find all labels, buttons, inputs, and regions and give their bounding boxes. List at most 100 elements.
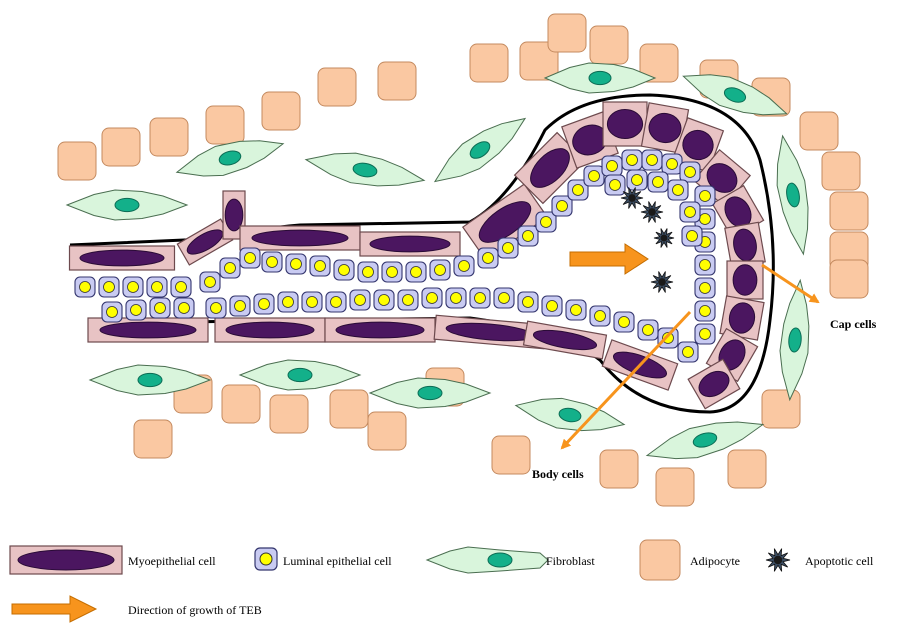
luminal-epithelial-cell [622,150,642,170]
adipocyte [330,390,368,428]
adipocyte [492,436,530,474]
luminal-epithelial-cell [602,156,622,176]
apoptotic-cell [654,229,674,248]
fibroblast [426,106,533,194]
cap-cells-pointer [762,265,818,302]
adipocyte [762,390,800,428]
legend-myoepithelial-swatch [10,546,122,574]
luminal-epithelial-cell [406,262,426,282]
myoepithelial-cell [603,102,647,146]
legend-apoptotic-label: Apoptotic cell [805,554,874,568]
luminal-epithelial-cell [358,262,378,282]
legend-fibroblast-swatch [427,547,548,573]
luminal-epithelial-cell [150,298,170,318]
luminal-epithelial-cell [350,290,370,310]
adipocyte [368,412,406,450]
luminal-epithelial-cell [254,294,274,314]
luminal-epithelial-cell [286,254,306,274]
luminal-epithelial-cell [614,312,634,332]
adipocyte [270,395,308,433]
adipocyte [378,62,416,100]
luminal-epithelial-cell [494,288,514,308]
luminal-epithelial-cell [174,298,194,318]
luminal-epithelial-cell [102,302,122,322]
luminal-epithelial-cell [627,170,647,190]
myoepithelial-cell [325,318,435,342]
fibroblast [303,145,426,195]
luminal-epithelial-cell [310,256,330,276]
body-cells-label: Body cells [532,467,584,481]
luminal-epithelial-cell [638,320,658,340]
fibroblast [67,190,187,220]
adipocyte [318,68,356,106]
luminal-epithelial-cell [584,166,604,186]
luminal-epithelial-cell [240,248,260,268]
luminal-epithelial-cell [446,288,466,308]
legend-adipocyte-label: Adipocyte [690,554,740,568]
adipocyte [728,450,766,488]
luminal-epithelial-cell [171,277,191,297]
luminal-epithelial-cell [398,290,418,310]
adipocyte [262,92,300,130]
luminal-epithelial-cell [200,272,220,292]
luminal-epithelial-cell [605,175,625,195]
fibroblast [545,63,655,93]
luminal-epithelial-cell [695,324,715,344]
luminal-epithelial-cell [99,277,119,297]
apoptotic-cell-cluster [621,188,674,293]
luminal-epithelial-cell [206,298,226,318]
legend-luminal-label: Luminal epithelial cell [283,554,392,568]
legend-myoepithelial-label: Myoepithelial cell [128,554,216,568]
myoepithelial-cell [727,261,763,299]
luminal-epithelial-cell [668,180,688,200]
adipocyte [150,118,188,156]
luminal-epithelial-cell [478,248,498,268]
legend-direction-arrow [12,596,96,622]
luminal-epithelial-cell [680,202,700,222]
legend-luminal-swatch [255,548,277,570]
legend-adipocyte-swatch [640,540,680,580]
adipocyte [656,468,694,506]
luminal-epithelial-cell [642,150,662,170]
luminal-epithelial-cell [648,172,668,192]
luminal-epithelial-cell [374,290,394,310]
adipocyte [822,152,860,190]
apoptotic-cell [766,549,790,572]
luminal-epithelial-cell [680,162,700,182]
luminal-epithelial-cell [536,212,556,232]
adipocyte [800,112,838,150]
legend-apoptotic-swatch [766,549,790,572]
luminal-epithelial-cell [470,288,490,308]
myoepithelial-cell [524,321,607,359]
adipocyte [590,26,628,64]
luminal-epithelial-cell [278,292,298,312]
growth-direction-arrow [570,244,648,274]
adipocyte [58,142,96,180]
luminal-epithelial-cell [123,277,143,297]
luminal-epithelial-cell [126,300,146,320]
luminal-epithelial-cell [430,260,450,280]
legend-fibroblast-label: Fibroblast [546,554,595,568]
fibroblast [370,378,490,408]
luminal-epithelial-cell [147,277,167,297]
luminal-epithelial-cell [552,196,572,216]
adipocyte [206,106,244,144]
adipocyte [600,450,638,488]
adipocyte [222,385,260,423]
luminal-epithelial-cell [326,292,346,312]
adipocyte [548,14,586,52]
luminal-epithelial-cell [542,296,562,316]
luminal-epithelial-cell [498,238,518,258]
luminal-epithelial-cell [230,296,250,316]
luminal-epithelial-cell [566,300,586,320]
luminal-epithelial-cell [678,342,698,362]
luminal-epithelial-cell [262,252,282,272]
adipocyte [830,192,868,230]
legend: Myoepithelial cell Luminal epithelial ce… [10,540,874,622]
myoepithelial-cell [360,232,460,256]
luminal-epithelial-cell [682,226,702,246]
myoepithelial-cell [70,246,175,270]
myoepithelial-cell [215,318,325,342]
luminal-epithelial-cell [695,278,715,298]
